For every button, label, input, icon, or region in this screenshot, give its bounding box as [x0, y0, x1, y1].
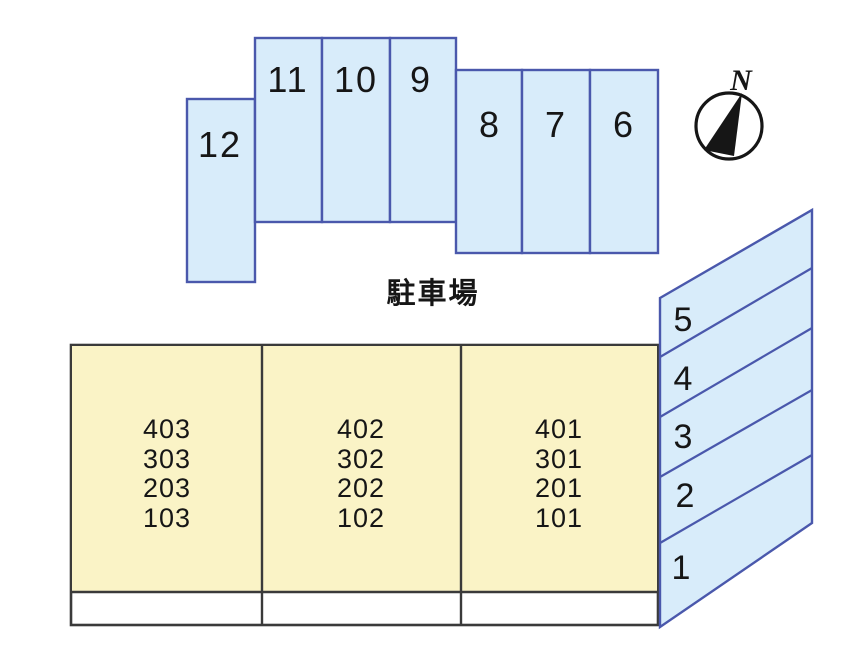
- unit-number: 302: [337, 444, 385, 474]
- parking-lot-title: 駐車場: [386, 277, 479, 310]
- unit-number: 203: [143, 473, 191, 503]
- unit-number: 303: [143, 444, 191, 474]
- parking-space-8-area: [454, 68, 524, 255]
- side-parking-lot: 5 4 3 2 1: [658, 207, 814, 630]
- unit-number: 103: [143, 503, 191, 533]
- parking-space-7-area: [520, 68, 592, 255]
- parking-space-11-label: 11: [267, 59, 308, 100]
- parking-space-2-label: 2: [676, 477, 695, 515]
- side-parking-area: [658, 207, 814, 630]
- building-column-2: 402 302 202 102: [337, 414, 385, 533]
- unit-number: 202: [337, 473, 385, 503]
- parking-space-12-label: 12: [198, 124, 242, 165]
- parking-space-3-label: 3: [674, 418, 693, 456]
- side-parking-divider-3-2: [659, 389, 813, 478]
- apartment-building: 403 303 203 103 402 302 202 102 401 301 …: [69, 343, 660, 627]
- parking-space-6-area: [588, 68, 660, 255]
- unit-number: 102: [337, 503, 385, 533]
- parking-space-6: 6: [588, 68, 660, 255]
- parking-space-1-label: 1: [672, 549, 691, 587]
- parking-space-10-label: 10: [334, 59, 378, 100]
- unit-number: 101: [535, 503, 583, 533]
- upper-parking-lot: 12 11 10 9 8 7: [185, 36, 660, 284]
- parking-space-4-label: 4: [674, 360, 693, 398]
- parking-space-9-label: 9: [410, 59, 432, 100]
- compass-needle-icon: [704, 93, 742, 156]
- parking-space-11-area: [253, 36, 324, 224]
- unit-number: 403: [143, 414, 191, 444]
- parking-space-5-label: 5: [674, 301, 693, 339]
- compass-north-label: N: [729, 64, 753, 97]
- side-parking-divider-4-3: [659, 327, 813, 418]
- unit-number: 402: [337, 414, 385, 444]
- parking-space-12-area: [185, 97, 257, 284]
- parking-space-7: 7: [520, 68, 592, 255]
- parking-space-10-area: [320, 36, 392, 224]
- building-body: [72, 346, 657, 591]
- side-parking-divider-5-4: [659, 267, 813, 358]
- parking-space-10: 10: [320, 36, 392, 224]
- unit-number: 201: [535, 473, 583, 503]
- parking-space-6-label: 6: [613, 104, 635, 145]
- parking-space-11: 11: [253, 36, 324, 224]
- side-parking-divider-2-1: [659, 454, 813, 544]
- parking-space-8: 8: [454, 68, 524, 255]
- parking-space-8-label: 8: [479, 104, 501, 145]
- building-column-1: 403 303 203 103: [143, 414, 191, 533]
- parking-space-7-label: 7: [545, 104, 567, 145]
- parking-space-9: 9: [388, 36, 458, 224]
- building-column-3: 401 301 201 101: [535, 414, 583, 533]
- compass: N: [694, 64, 764, 161]
- unit-number: 301: [535, 444, 583, 474]
- unit-number: 401: [535, 414, 583, 444]
- parking-space-12: 12: [185, 97, 257, 284]
